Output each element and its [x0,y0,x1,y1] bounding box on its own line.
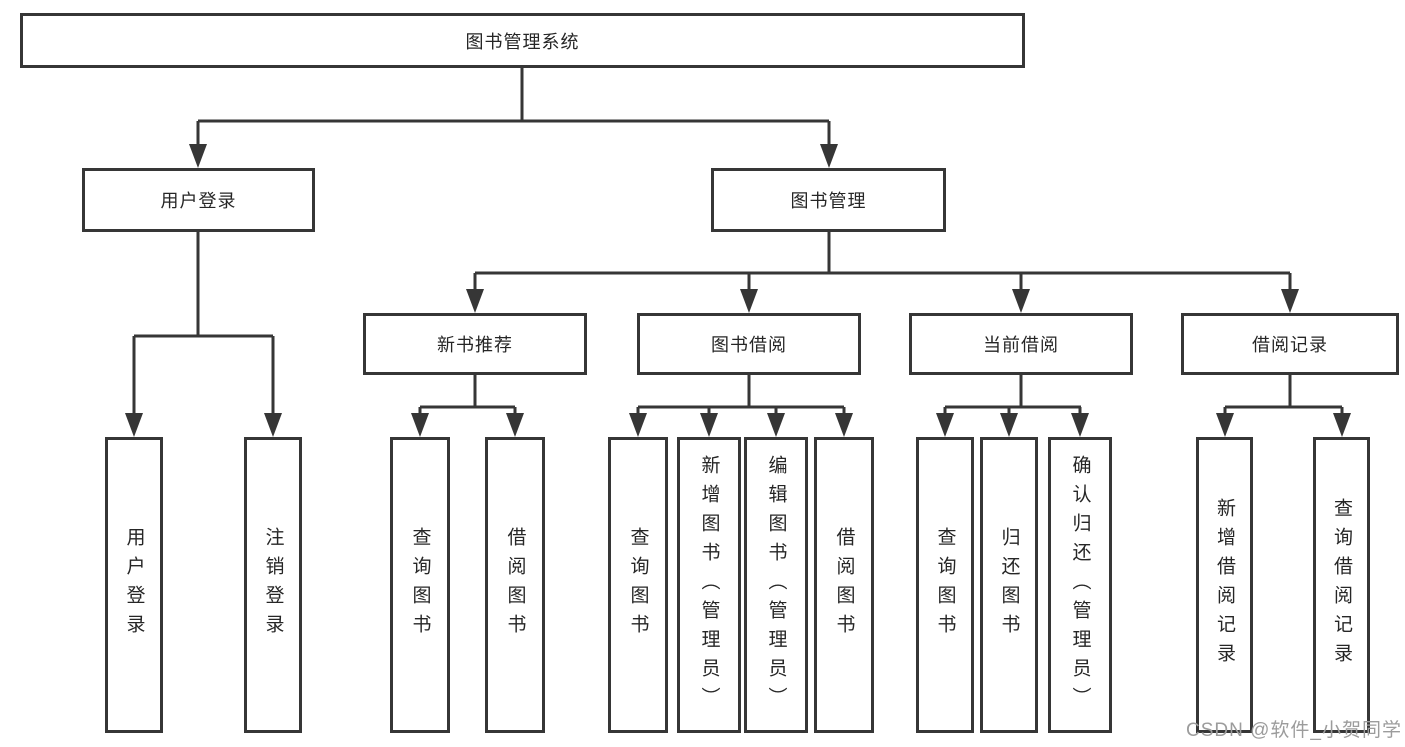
leaf-user-login: 用户登录 [105,437,163,733]
leaf-current-query-books: 查询图书 [916,437,974,733]
leaf-borrow-borrow-books: 借阅图书 [814,437,874,733]
leaf-borrow-edit-books-admin: 编辑图书（管理员） [744,437,808,733]
leaf-recommend-query-books: 查询图书 [390,437,450,733]
leaf-current-return-books: 归还图书 [980,437,1038,733]
node-book-management: 图书管理 [711,168,946,232]
leaf-recommend-borrow-books: 借阅图书 [485,437,545,733]
node-borrow-records: 借阅记录 [1181,313,1399,375]
leaf-logout: 注销登录 [244,437,302,733]
leaf-current-confirm-return-admin: 确认归还（管理员） [1048,437,1112,733]
node-user-login: 用户登录 [82,168,315,232]
leaf-records-add: 新增借阅记录 [1196,437,1253,733]
node-current-borrow: 当前借阅 [909,313,1133,375]
node-new-book-recommend: 新书推荐 [363,313,587,375]
watermark: CSDN @软件_小贺同学 [1186,720,1402,741]
leaf-borrow-add-books-admin: 新增图书（管理员） [677,437,741,733]
leaf-records-query: 查询借阅记录 [1313,437,1370,733]
node-root: 图书管理系统 [20,13,1025,68]
node-book-borrow: 图书借阅 [637,313,861,375]
leaf-borrow-query-books: 查询图书 [608,437,668,733]
